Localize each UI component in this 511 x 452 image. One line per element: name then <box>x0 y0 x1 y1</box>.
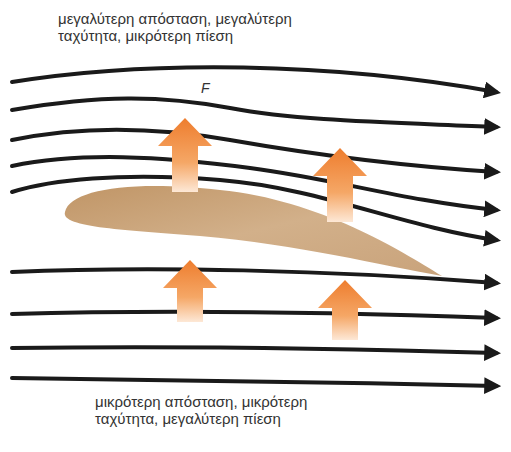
streamlines <box>12 67 496 386</box>
bottom-note: μικρότερη απόσταση, μικρότερη ταχύτητα, … <box>95 393 370 427</box>
airfoil-shape <box>65 186 442 276</box>
top-note: μεγαλύτερη απόσταση, μεγαλύτερη ταχύτητα… <box>58 10 333 44</box>
lift-arrows <box>158 118 372 340</box>
force-label: F <box>201 81 210 95</box>
